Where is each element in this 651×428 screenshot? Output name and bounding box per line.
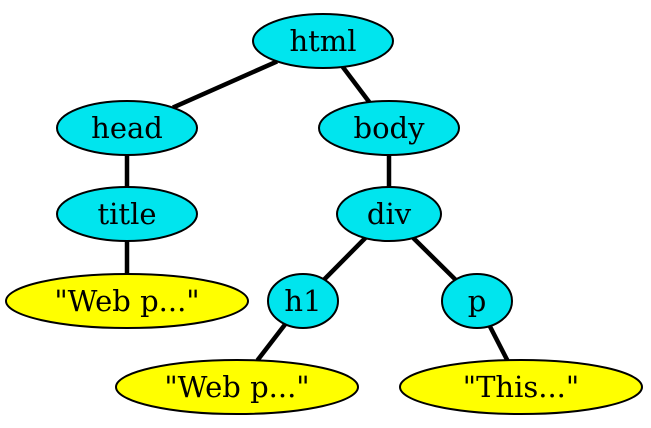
node-div-label: div bbox=[367, 197, 412, 231]
node-t1-ellipse bbox=[5, 273, 249, 329]
node-html-ellipse bbox=[252, 13, 394, 69]
node-html-label: html bbox=[289, 24, 356, 58]
node-p-label: p bbox=[468, 284, 487, 318]
node-title-ellipse bbox=[56, 186, 198, 242]
node-div-ellipse bbox=[336, 186, 442, 242]
edge-div-h1 bbox=[322, 236, 367, 282]
node-h1-label: h1 bbox=[284, 284, 321, 318]
node-t3: "This..." bbox=[399, 359, 643, 415]
node-t1-label: "Web p..." bbox=[54, 284, 199, 318]
node-p: p bbox=[441, 273, 513, 329]
node-t2: "Web p..." bbox=[115, 359, 359, 415]
node-t2-label: "Web p..." bbox=[164, 370, 309, 404]
edge-html-body bbox=[340, 65, 372, 104]
edge-h1-t2 bbox=[255, 322, 287, 362]
node-head: head bbox=[56, 100, 198, 156]
node-t3-ellipse bbox=[399, 359, 643, 415]
edge-html-head bbox=[171, 59, 279, 110]
node-body-label: body bbox=[354, 111, 426, 145]
nodes: html head body title div "Web p..." h1 p "Web p.… bbox=[5, 13, 643, 415]
node-h1: h1 bbox=[267, 273, 339, 329]
node-h1-ellipse bbox=[267, 273, 339, 329]
node-t2-ellipse bbox=[115, 359, 359, 415]
node-p-ellipse bbox=[441, 273, 513, 329]
node-html: html bbox=[252, 13, 394, 69]
node-div: div bbox=[336, 186, 442, 242]
edges bbox=[124, 59, 510, 362]
node-title-label: title bbox=[97, 197, 156, 231]
node-title: title bbox=[56, 186, 198, 242]
node-body-ellipse bbox=[318, 100, 460, 156]
node-head-label: head bbox=[91, 111, 163, 145]
edge-div-p bbox=[411, 236, 458, 282]
node-t1: "Web p..." bbox=[5, 273, 249, 329]
node-body: body bbox=[318, 100, 460, 156]
node-head-ellipse bbox=[56, 100, 198, 156]
edge-p-t3 bbox=[487, 325, 510, 362]
node-t3-label: "This..." bbox=[463, 370, 580, 404]
